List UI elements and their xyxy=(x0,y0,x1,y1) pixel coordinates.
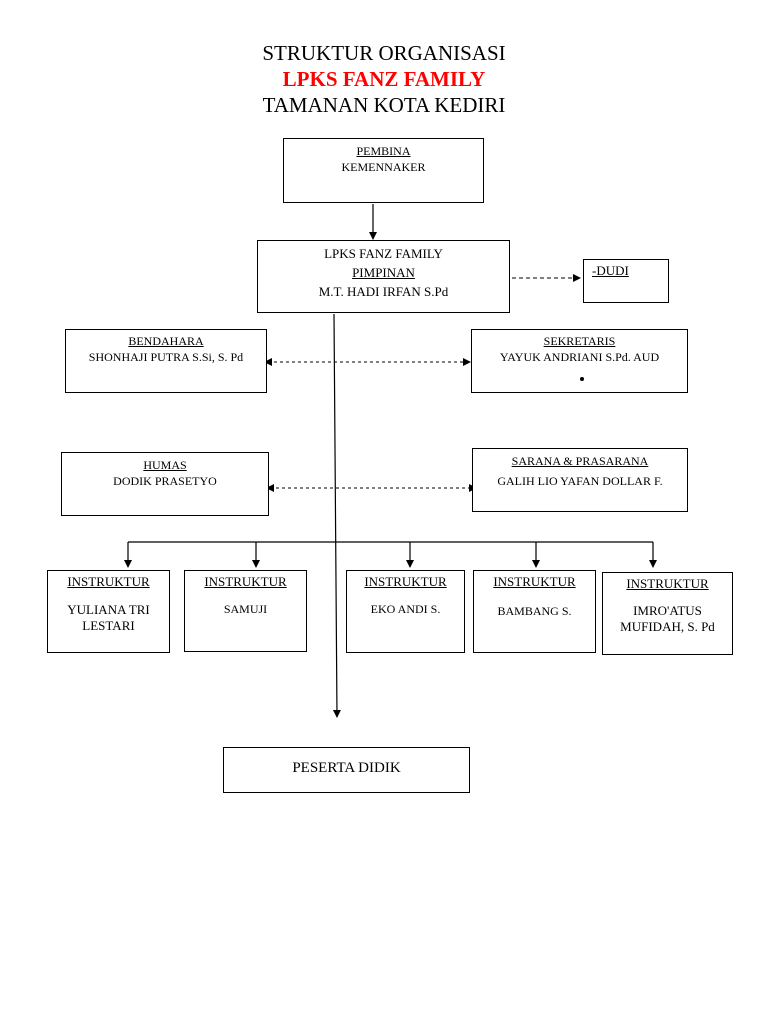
peserta-box: PESERTA DIDIK xyxy=(223,747,470,793)
instruktur-box-2: INSTRUKTUR SAMUJI xyxy=(184,570,307,652)
pimpinan-title: PIMPINAN xyxy=(352,265,415,280)
pimpinan-box: LPKS FANZ FAMILY PIMPINAN M.T. HADI IRFA… xyxy=(257,240,510,313)
instruktur-4-name-line1: BAMBANG S. xyxy=(497,604,572,618)
instruktur-box-1: INSTRUKTUR YULIANA TRI LESTARI xyxy=(47,570,170,653)
chart-title-line3: TAMANAN KOTA KEDIRI xyxy=(262,93,506,117)
instruktur-2-title: INSTRUKTUR xyxy=(204,574,287,589)
instruktur-5-name-line1: IMRO'ATUS xyxy=(633,603,702,618)
chart-title-line1: STRUKTUR ORGANISASI xyxy=(262,41,506,65)
instruktur-1-name-line2: LESTARI xyxy=(82,618,135,633)
instruktur-box-5: INSTRUKTUR IMRO'ATUS MUFIDAH, S. Pd xyxy=(602,572,733,655)
sekretaris-name: YAYUK ANDRIANI S.Pd. AUD xyxy=(499,350,660,364)
instruktur-4-title: INSTRUKTUR xyxy=(493,574,576,589)
bullet-dot xyxy=(580,377,584,381)
instruktur-3-title: INSTRUKTUR xyxy=(364,574,447,589)
sarana-box: SARANA & PRASARANA GALIH LIO YAFAN DOLLA… xyxy=(472,448,688,512)
bendahara-box: BENDAHARA SHONHAJI PUTRA S.Si, S. Pd xyxy=(65,329,267,393)
pembina-title: PEMBINA xyxy=(356,144,411,158)
instruktur-1-name-line1: YULIANA TRI xyxy=(67,602,150,617)
dudi-label: -DUDI xyxy=(592,263,629,278)
bendahara-name: SHONHAJI PUTRA S.Si, S. Pd xyxy=(88,350,244,364)
connector-trunk xyxy=(332,313,341,718)
sekretaris-title: SEKRETARIS xyxy=(543,334,616,348)
sarana-title: SARANA & PRASARANA xyxy=(511,454,649,468)
instruktur-box-3: INSTRUKTUR EKO ANDI S. xyxy=(346,570,465,653)
chart-title-line2: LPKS FANZ FAMILY xyxy=(282,67,486,91)
instruktur-5-title: INSTRUKTUR xyxy=(626,576,709,591)
sekretaris-box: SEKRETARIS YAYUK ANDRIANI S.Pd. AUD xyxy=(471,329,688,393)
humas-box: HUMAS DODIK PRASETYO xyxy=(61,452,269,516)
peserta-label: PESERTA DIDIK xyxy=(292,760,401,776)
dudi-box: -DUDI xyxy=(583,259,669,303)
humas-name: DODIK PRASETYO xyxy=(113,474,217,488)
pembina-box: PEMBINA KEMENNAKER xyxy=(283,138,484,203)
instruktur-3-name-line1: EKO ANDI S. xyxy=(370,602,441,616)
instruktur-2-name-line1: SAMUJI xyxy=(223,602,268,616)
instruktur-5-name-line2: MUFIDAH, S. Pd xyxy=(620,619,715,634)
pimpinan-name: M.T. HADI IRFAN S.Pd xyxy=(318,284,449,299)
instruktur-1-title: INSTRUKTUR xyxy=(67,574,150,589)
pimpinan-org: LPKS FANZ FAMILY xyxy=(324,246,443,261)
instruktur-box-4: INSTRUKTUR BAMBANG S. xyxy=(473,570,596,653)
bendahara-title: BENDAHARA xyxy=(128,334,204,348)
sarana-name: GALIH LIO YAFAN DOLLAR F. xyxy=(497,474,663,488)
pembina-name: KEMENNAKER xyxy=(341,160,426,174)
humas-title: HUMAS xyxy=(143,458,187,472)
